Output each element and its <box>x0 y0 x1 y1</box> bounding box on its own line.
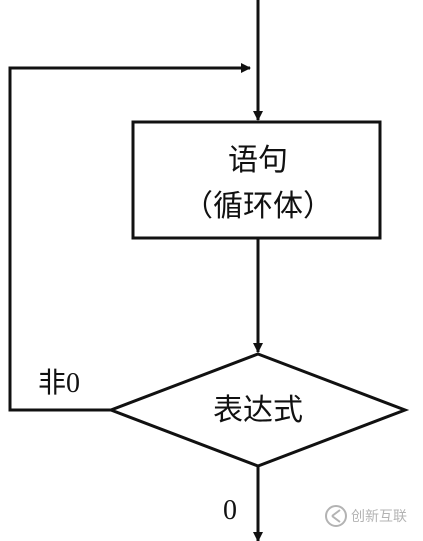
statement-box <box>131 120 382 240</box>
watermark-text: 创新互联 <box>351 509 407 525</box>
exit-label: 0 <box>223 495 237 526</box>
loop-back-edge <box>8 63 251 412</box>
watermark-logo: 创新互联 <box>325 505 407 527</box>
watermark-logo-icon <box>325 505 347 527</box>
decision-label: 表达式 <box>213 393 303 428</box>
loop-back-label: 非0 <box>38 367 80 399</box>
loop-body-label: （循环体） <box>183 189 333 224</box>
statement-label: 语句 <box>228 143 288 178</box>
